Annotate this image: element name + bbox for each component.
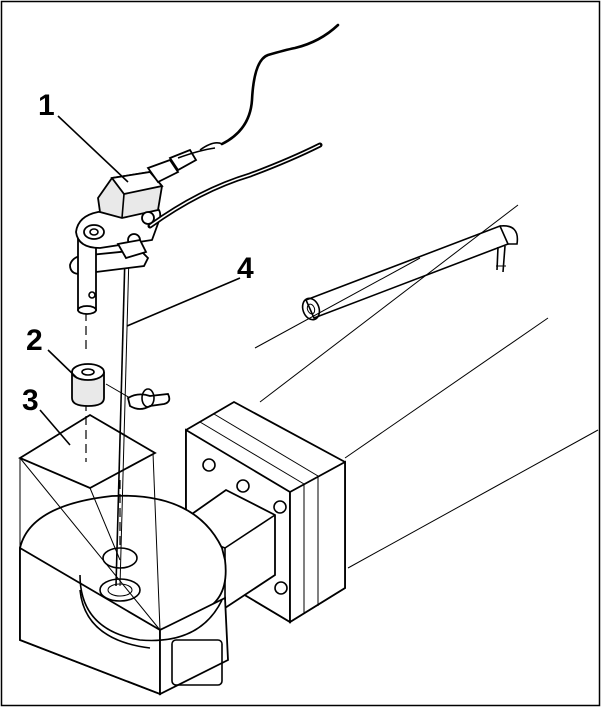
callout-4: 4 (237, 252, 254, 285)
callout-2: 2 (26, 324, 43, 357)
sensor-assembly (69, 142, 223, 315)
projection-lines (19, 452, 161, 631)
hitch-body (19, 494, 229, 696)
wing-screw (105, 383, 171, 410)
template-plate (18, 413, 157, 489)
chassis-frame-outline (19, 204, 599, 569)
bushing (71, 363, 105, 407)
tie-rod (301, 224, 519, 321)
leader-lines (39, 115, 241, 446)
linkage-rod (115, 254, 130, 587)
callout-1: 1 (38, 89, 55, 122)
control-cable-highlight (149, 144, 321, 227)
electrical-wire (220, 23, 340, 146)
callout-3: 3 (22, 384, 39, 417)
